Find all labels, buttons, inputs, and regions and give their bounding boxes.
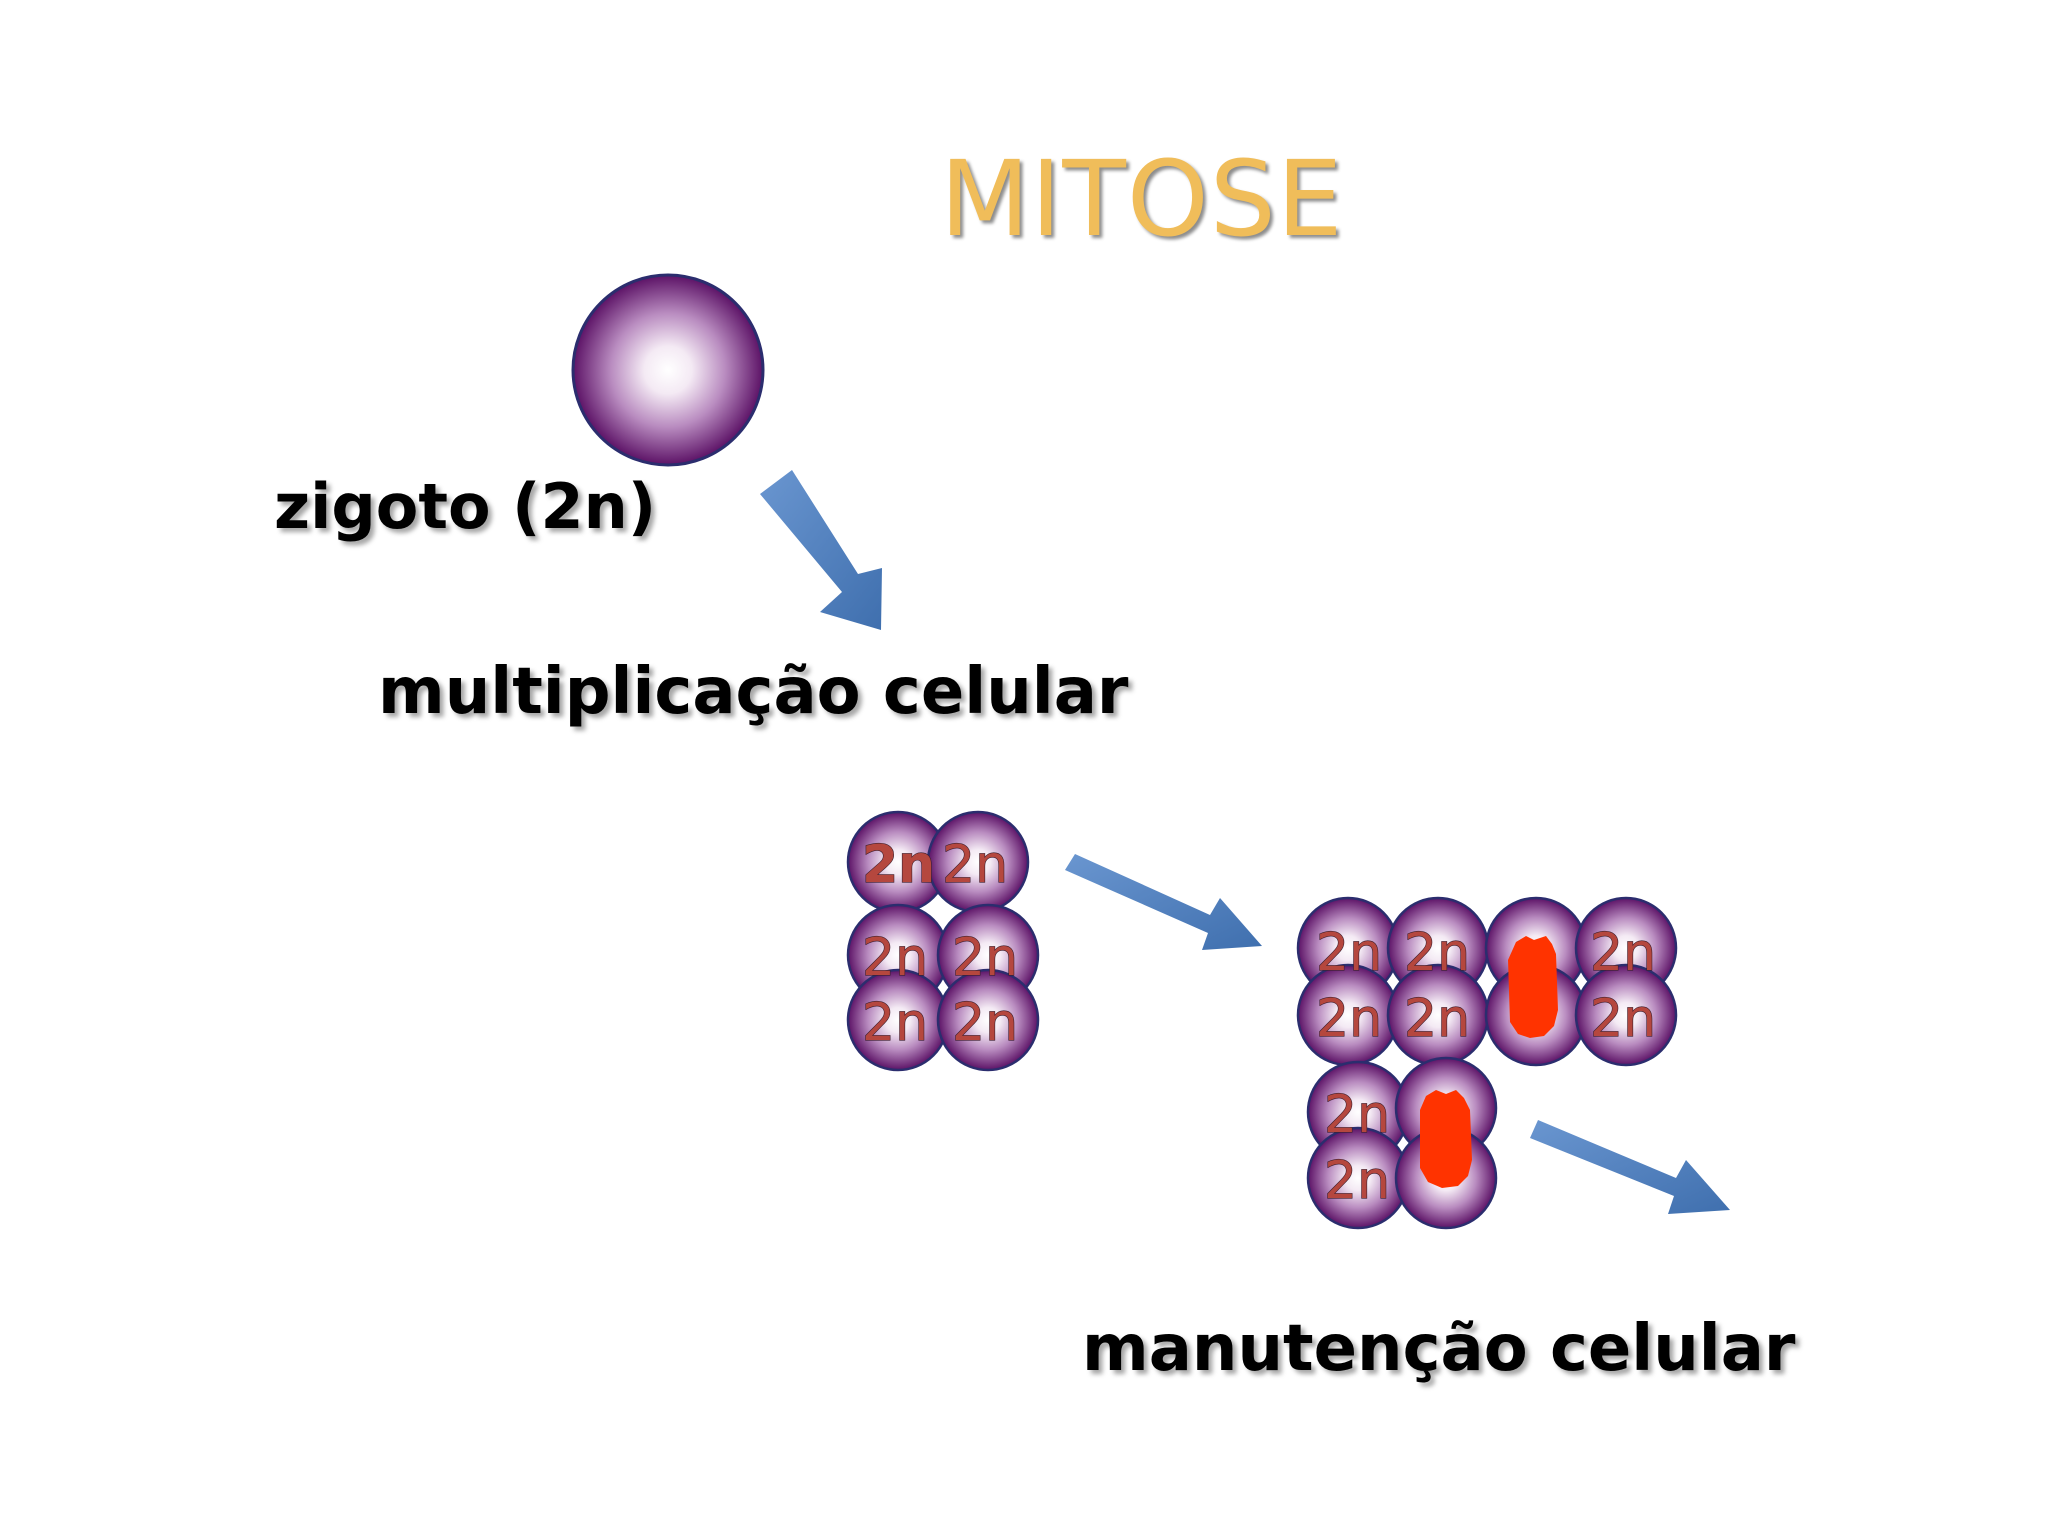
damaged-cell [1508,936,1558,1038]
cell-label: 2n [862,835,935,895]
cell [1574,963,1678,1067]
cell-label: 2n [952,993,1018,1053]
cell-label: 2n [1316,989,1382,1049]
cell-label: 2n [1404,923,1470,983]
cell-label: 2n [862,993,928,1053]
cell-label: 2n [1590,923,1656,983]
cell-label: 2n [1590,989,1656,1049]
cell-label: 2n [862,928,928,988]
zygote-cell [571,273,765,467]
cell-cluster-4: 2n 2n [1306,1056,1498,1230]
arrow-right [1065,854,1262,950]
maintenance-label: manutenção celular [1082,1312,1796,1386]
multiplication-label: multiplicação celular [378,655,1129,729]
cell-label: 2n [952,928,1018,988]
zygote-label: zigoto (2n) [274,470,657,543]
cell-cluster-8: 2n 2n 2n 2n 2n 2n [1296,896,1678,1067]
cell-label: 2n [1324,1085,1390,1145]
slide-title: MITOSE [940,138,1344,260]
damaged-cell [1420,1090,1472,1188]
cell-label: 2n [942,835,1008,895]
cell [936,968,1040,1072]
arrow-down-right [760,470,882,630]
arrow-right [1530,1120,1730,1214]
cell-label: 2n [1316,923,1382,983]
cell-label: 2n [1324,1151,1390,1211]
cell-label: 2n [1404,989,1470,1049]
cell-cluster-6: 2n 2n 2n 2n 2n 2n [846,810,1040,1072]
